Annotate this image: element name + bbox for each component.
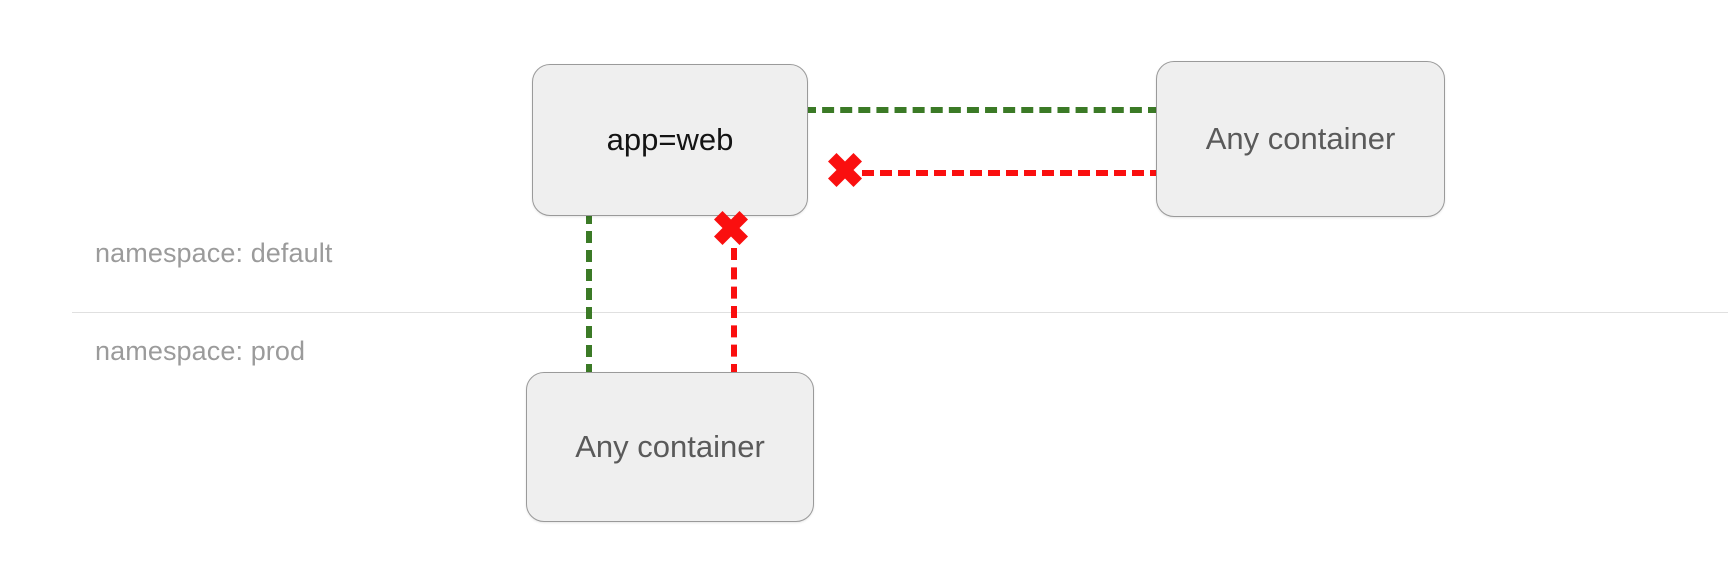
- node-app-web-label: app=web: [606, 122, 734, 157]
- edge-deny-app-web-to-any-container-default: [862, 170, 1162, 176]
- x-cross-icon: [825, 150, 865, 190]
- node-any-container-default-label: Any container: [1205, 121, 1396, 156]
- edge-allow-app-web-to-any-container-default: [804, 107, 1160, 113]
- node-any-container-prod[interactable]: Any container: [526, 372, 814, 522]
- namespace-label-prod: namespace: prod: [95, 336, 306, 366]
- node-any-container-default[interactable]: Any container: [1156, 61, 1445, 217]
- node-app-web[interactable]: app=web: [532, 64, 808, 216]
- namespace-label-default: namespace: default: [95, 238, 333, 268]
- x-cross-icon: [711, 208, 751, 248]
- edge-deny-app-web-to-any-container-prod: [731, 248, 737, 376]
- node-any-container-prod-label: Any container: [575, 429, 765, 464]
- edge-allow-app-web-to-any-container-prod: [586, 212, 592, 376]
- namespace-divider: [72, 312, 1728, 313]
